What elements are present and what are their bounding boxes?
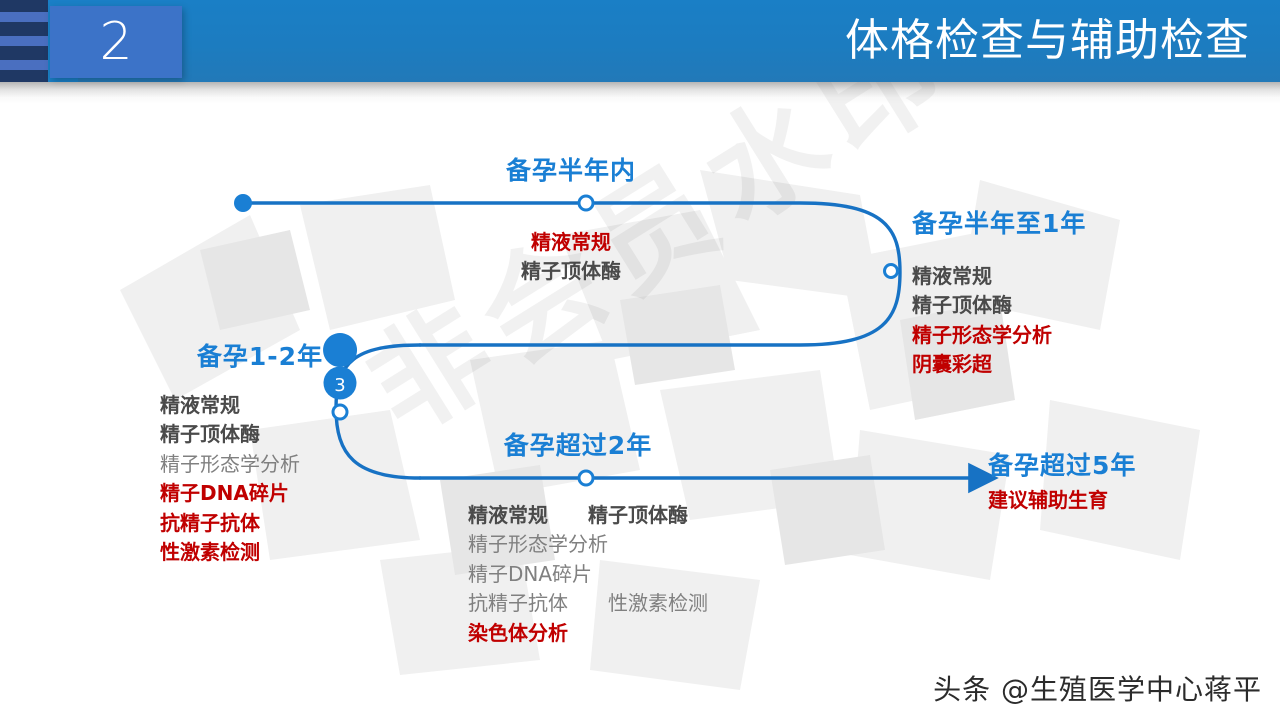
stage-title-over-5y: 备孕超过5年 bbox=[988, 451, 1137, 480]
stage-items-6-months: 精液常规 精子顶体酶 bbox=[406, 228, 736, 287]
timeline-start-dot bbox=[234, 194, 252, 212]
list-item: 精子形态学分析 bbox=[468, 532, 608, 557]
list-item: 精液常规 bbox=[531, 229, 611, 254]
list-item: 建议辅助生育 bbox=[988, 487, 1108, 512]
stage-1-to-2-years: 备孕1-2年 精液常规 精子顶体酶 精子形态学分析 精子DNA碎片 抗精子抗体 … bbox=[152, 343, 382, 568]
header-background bbox=[0, 0, 1280, 82]
timeline-node-over-2y bbox=[577, 469, 595, 487]
stage-6-months-to-1-year: 备孕半年至1年 精液常规 精子顶体酶 精子形态学分析 阴囊彩超 bbox=[912, 210, 1212, 380]
list-item: 抗精子抗体 bbox=[468, 591, 568, 616]
stage-title-6-months: 备孕半年内 bbox=[505, 156, 636, 185]
list-item: 精子形态学分析 bbox=[912, 322, 1052, 347]
timeline-node-1-2y bbox=[331, 403, 349, 421]
list-item: 阴囊彩超 bbox=[912, 352, 992, 377]
list-item: 抗精子抗体 bbox=[160, 510, 260, 535]
list-item: 染色体分析 bbox=[468, 620, 568, 645]
list-item: 精液常规 bbox=[912, 263, 992, 288]
stage-over-5-years: 备孕超过5年 建议辅助生育 bbox=[988, 452, 1268, 515]
stage-title-1-2y: 备孕1-2年 bbox=[196, 342, 324, 371]
stage-title-over-2y: 备孕超过2年 bbox=[503, 431, 653, 460]
timeline-node-6-months bbox=[577, 194, 595, 212]
list-item: 精子顶体酶 bbox=[588, 502, 688, 527]
list-item: 精液常规 bbox=[468, 502, 548, 527]
list-item: 精子顶体酶 bbox=[521, 259, 621, 284]
timeline-marker-label: 3 bbox=[334, 375, 345, 396]
stage-title-6m-1y: 备孕半年至1年 bbox=[912, 209, 1087, 238]
list-item: 精液常规 bbox=[160, 392, 240, 417]
table-row: 抗精子抗体 性激素检测 bbox=[468, 589, 748, 619]
list-item: 精子顶体酶 bbox=[912, 293, 1012, 318]
list-item: 性激素检测 bbox=[160, 540, 260, 565]
timeline-segment-upper bbox=[241, 201, 902, 347]
list-item: 精子顶体酶 bbox=[160, 422, 260, 447]
stage-items-1-2y: 精液常规 精子顶体酶 精子形态学分析 精子DNA碎片 抗精子抗体 性激素检测 bbox=[152, 391, 382, 569]
slide-header: 2 体格检查与辅助检查 bbox=[0, 0, 1280, 82]
header-number-label: 2 bbox=[99, 12, 133, 72]
header-dropshadow bbox=[0, 82, 1280, 104]
credit-watermark: 头条 @生殖医学中心蒋平 bbox=[933, 673, 1262, 706]
stage-items-6m-1y: 精液常规 精子顶体酶 精子形态学分析 阴囊彩超 bbox=[912, 262, 1212, 380]
stage-over-2-years: 备孕超过2年 精液常规 精子顶体酶 精子形态学分析 精子DNA碎片 抗精子抗体 … bbox=[408, 432, 748, 648]
timeline-marker-balloon-head bbox=[323, 366, 357, 400]
timeline-node-6m-1y bbox=[883, 263, 899, 279]
list-item: 精子DNA碎片 bbox=[468, 561, 593, 586]
list-item: 性激素检测 bbox=[608, 591, 708, 616]
table-row: 精液常规 精子顶体酶 bbox=[468, 501, 748, 531]
list-item: 精子形态学分析 bbox=[160, 451, 300, 476]
stage-items-over-5y: 建议辅助生育 bbox=[988, 486, 1268, 516]
header-number-badge: 2 bbox=[50, 6, 182, 78]
list-item: 精子DNA碎片 bbox=[160, 481, 289, 506]
page-title: 体格检查与辅助检查 bbox=[845, 15, 1250, 66]
stage-6-months: 备孕半年内 精液常规 精子顶体酶 bbox=[406, 157, 736, 287]
stage-items-over-2y: 精液常规 精子顶体酶 精子形态学分析 精子DNA碎片 抗精子抗体 性激素检测 染… bbox=[408, 501, 748, 649]
